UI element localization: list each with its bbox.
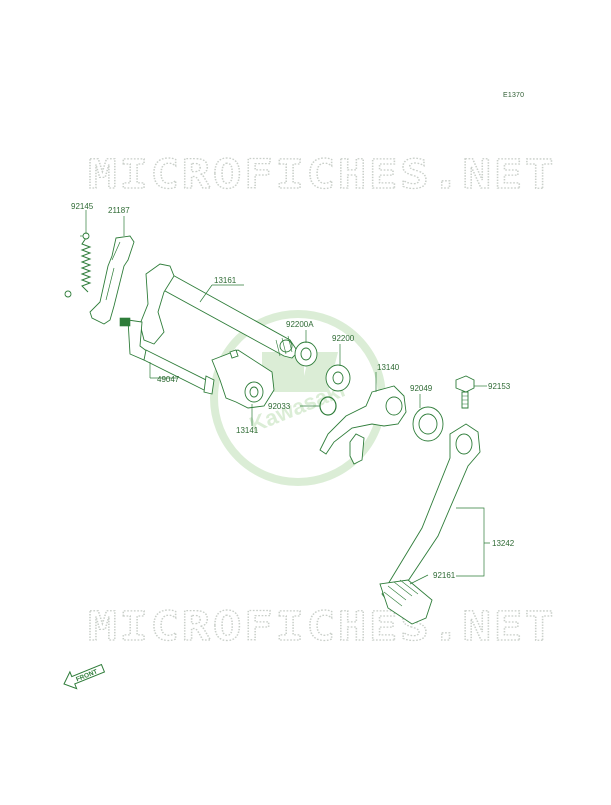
shift-pedal-13242	[379, 423, 481, 625]
shift-shaft-13161	[119, 263, 299, 391]
watermark-text-top: MICROFICHES.NET	[88, 152, 556, 198]
label-92153: 92153	[488, 382, 511, 391]
label-92145: 92145	[71, 202, 94, 211]
washer-92200	[325, 364, 351, 392]
label-92033: 92033	[268, 402, 291, 411]
washer-92200a	[294, 341, 318, 367]
shift-arm-13141	[203, 349, 275, 409]
shift-plate-21187	[89, 235, 135, 325]
label-92049: 92049	[410, 384, 433, 393]
label-21187: 21187	[108, 206, 130, 215]
spring-92145	[64, 232, 92, 298]
watermark-text-bottom: MICROFICHES.NET	[88, 604, 556, 650]
label-49047: 49047	[157, 375, 180, 384]
label-92200a: 92200A	[286, 320, 314, 329]
bearing-92049	[412, 406, 444, 442]
label-13141: 13141	[236, 426, 259, 435]
bolt-92153	[455, 375, 475, 409]
shift-lever-13140	[319, 385, 407, 465]
diagram-code: E1370	[503, 92, 525, 99]
callouts: 92145 21187 13161 92200A 92200 49047 131…	[71, 202, 515, 585]
front-direction-indicator: FRONT	[63, 663, 106, 690]
label-13242: 13242	[492, 539, 515, 548]
label-13140: 13140	[377, 363, 400, 372]
label-92200: 92200	[332, 334, 355, 343]
label-92161: 92161	[433, 571, 456, 580]
label-13161: 13161	[214, 276, 237, 285]
